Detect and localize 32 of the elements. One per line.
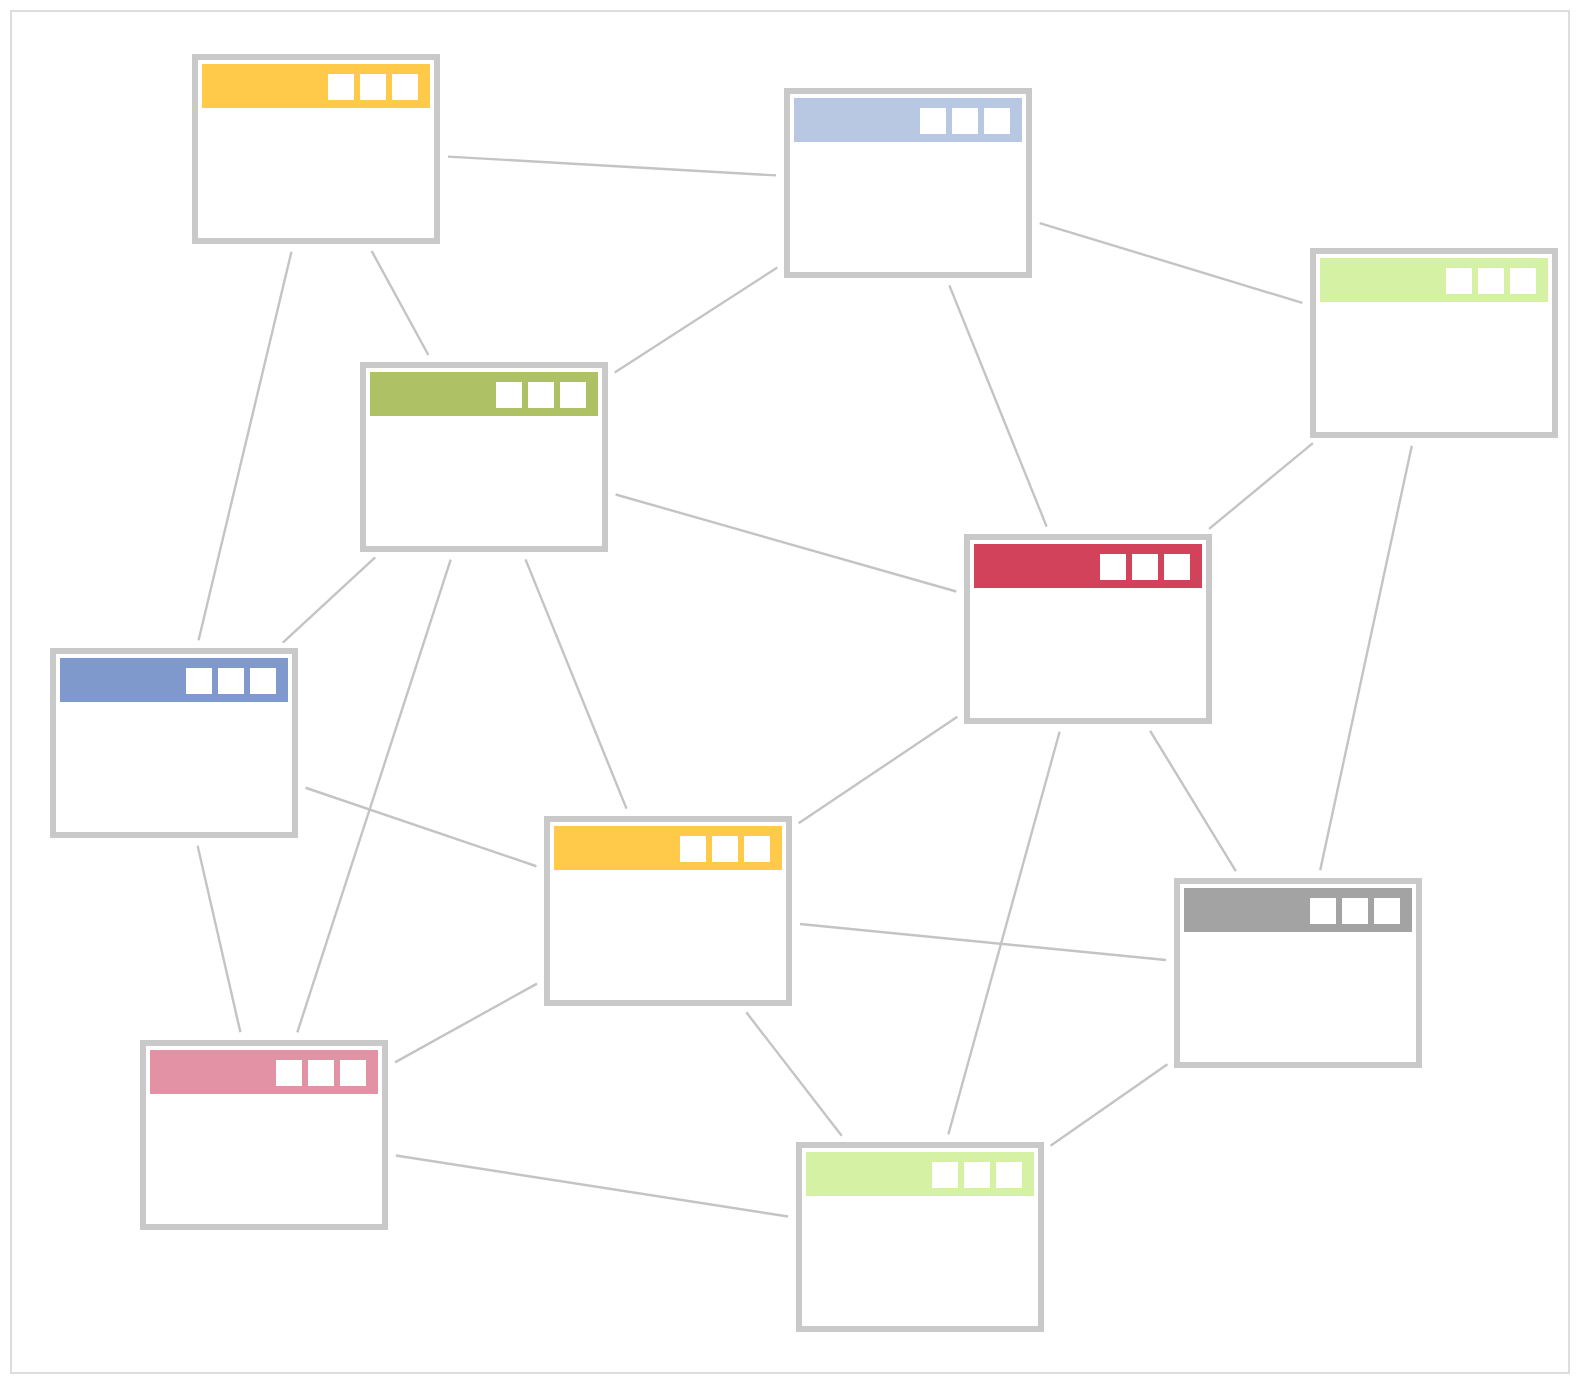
connector-line bbox=[947, 731, 1061, 1135]
window-box bbox=[964, 534, 1212, 724]
window-box bbox=[50, 648, 298, 838]
connector-line bbox=[1039, 221, 1303, 305]
connector-line bbox=[1049, 1063, 1169, 1147]
connector-line bbox=[305, 786, 537, 868]
connector-line bbox=[614, 266, 778, 374]
connector-line bbox=[797, 715, 959, 825]
connector-line bbox=[282, 556, 376, 644]
window-box bbox=[784, 88, 1032, 278]
connector-line bbox=[197, 251, 293, 641]
connector-line bbox=[1319, 445, 1413, 871]
connector-line bbox=[1149, 730, 1237, 872]
connector-line bbox=[745, 1011, 843, 1137]
connector-line bbox=[196, 845, 242, 1033]
connector-line bbox=[1208, 442, 1314, 530]
window-box bbox=[360, 362, 608, 552]
connector-line bbox=[394, 982, 538, 1064]
window-box bbox=[1174, 878, 1422, 1068]
connector-line bbox=[296, 559, 452, 1033]
connector-line bbox=[948, 284, 1048, 528]
connector-line bbox=[447, 155, 777, 177]
window-box bbox=[796, 1142, 1044, 1332]
window-box bbox=[1310, 248, 1558, 438]
window-box bbox=[544, 816, 792, 1006]
window-box bbox=[192, 54, 440, 244]
connector-line bbox=[799, 922, 1167, 962]
connector-line bbox=[395, 1154, 789, 1218]
connector-line bbox=[615, 493, 957, 593]
connector-line bbox=[370, 250, 430, 356]
connector-line bbox=[524, 558, 628, 810]
window-box bbox=[140, 1040, 388, 1230]
